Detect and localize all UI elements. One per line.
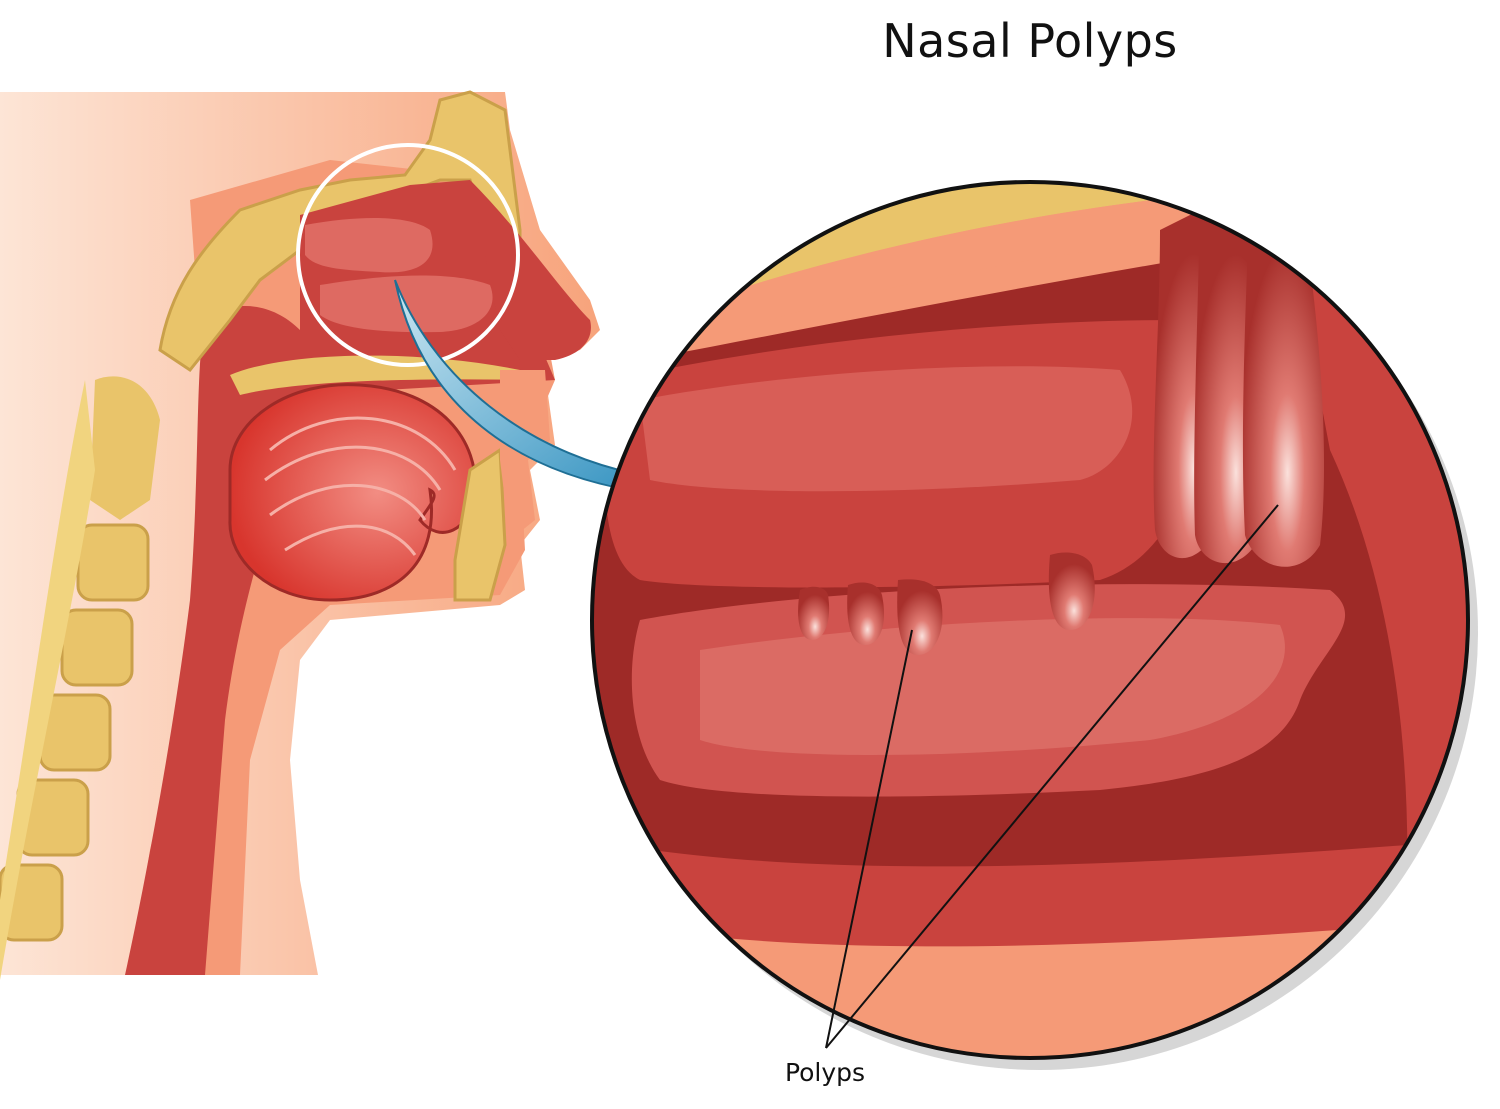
palate bbox=[230, 355, 530, 395]
polyp-cluster-small bbox=[798, 552, 1095, 655]
magnified-circle-border bbox=[590, 180, 1470, 1060]
turbinate-upper bbox=[305, 218, 433, 273]
magnifier-circle bbox=[296, 143, 520, 367]
polyps-callout-label: Polyps bbox=[784, 1058, 866, 1087]
head-cross-section bbox=[0, 90, 600, 980]
callout-lines bbox=[825, 504, 1279, 1049]
diagram-title: Nasal Polyps bbox=[882, 14, 1178, 68]
polyp-cluster-large bbox=[1153, 190, 1325, 567]
magnified-view bbox=[590, 180, 1478, 1070]
tongue-muscle-lines bbox=[264, 416, 457, 556]
spine bbox=[0, 376, 160, 980]
